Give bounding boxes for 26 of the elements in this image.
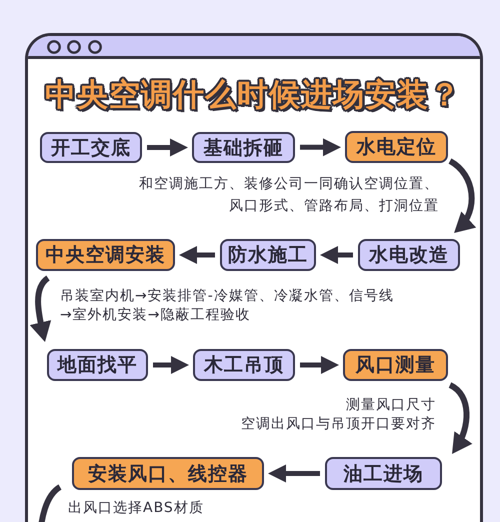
step-box: 木工吊顶	[193, 349, 295, 381]
step-box: 风口测量	[343, 349, 448, 381]
arrow	[300, 356, 339, 374]
arrow	[268, 464, 320, 482]
arrow	[30, 276, 52, 342]
step-box: 开工交底	[40, 132, 142, 163]
step-box: 中央空调安装	[36, 239, 175, 271]
step-box: 基础拆砸	[192, 132, 295, 163]
step-box: 油工进场	[325, 457, 442, 490]
arrow	[153, 356, 189, 374]
step-box: 防水施工	[220, 239, 316, 271]
arrow	[147, 138, 188, 156]
arrow	[320, 246, 353, 264]
step-box: 水电改造	[358, 239, 460, 271]
step-note: 和空调施工方、装修公司一同确认空调位置、风口形式、管路布局、打洞位置	[138, 175, 439, 216]
step-note: 测量风口尺寸	[345, 396, 436, 415]
arrow	[179, 246, 215, 264]
step-box: 水电定位	[345, 131, 448, 163]
arrow	[300, 138, 341, 156]
step-box: 安装风口、线控器	[72, 457, 264, 490]
step-box: 地面找平	[47, 349, 148, 381]
step-note: 吊装室内机→安装排管-冷媒管、冷凝水管、信号线→室外机安装→隐蔽工程验收	[60, 287, 395, 325]
step-note: 出风口选择ABS材质	[68, 499, 205, 518]
arrow	[448, 158, 476, 234]
step-note: 空调出风口与吊顶开口要对齐	[240, 415, 436, 434]
title: 中央空调什么时候进场安装？	[44, 76, 462, 115]
